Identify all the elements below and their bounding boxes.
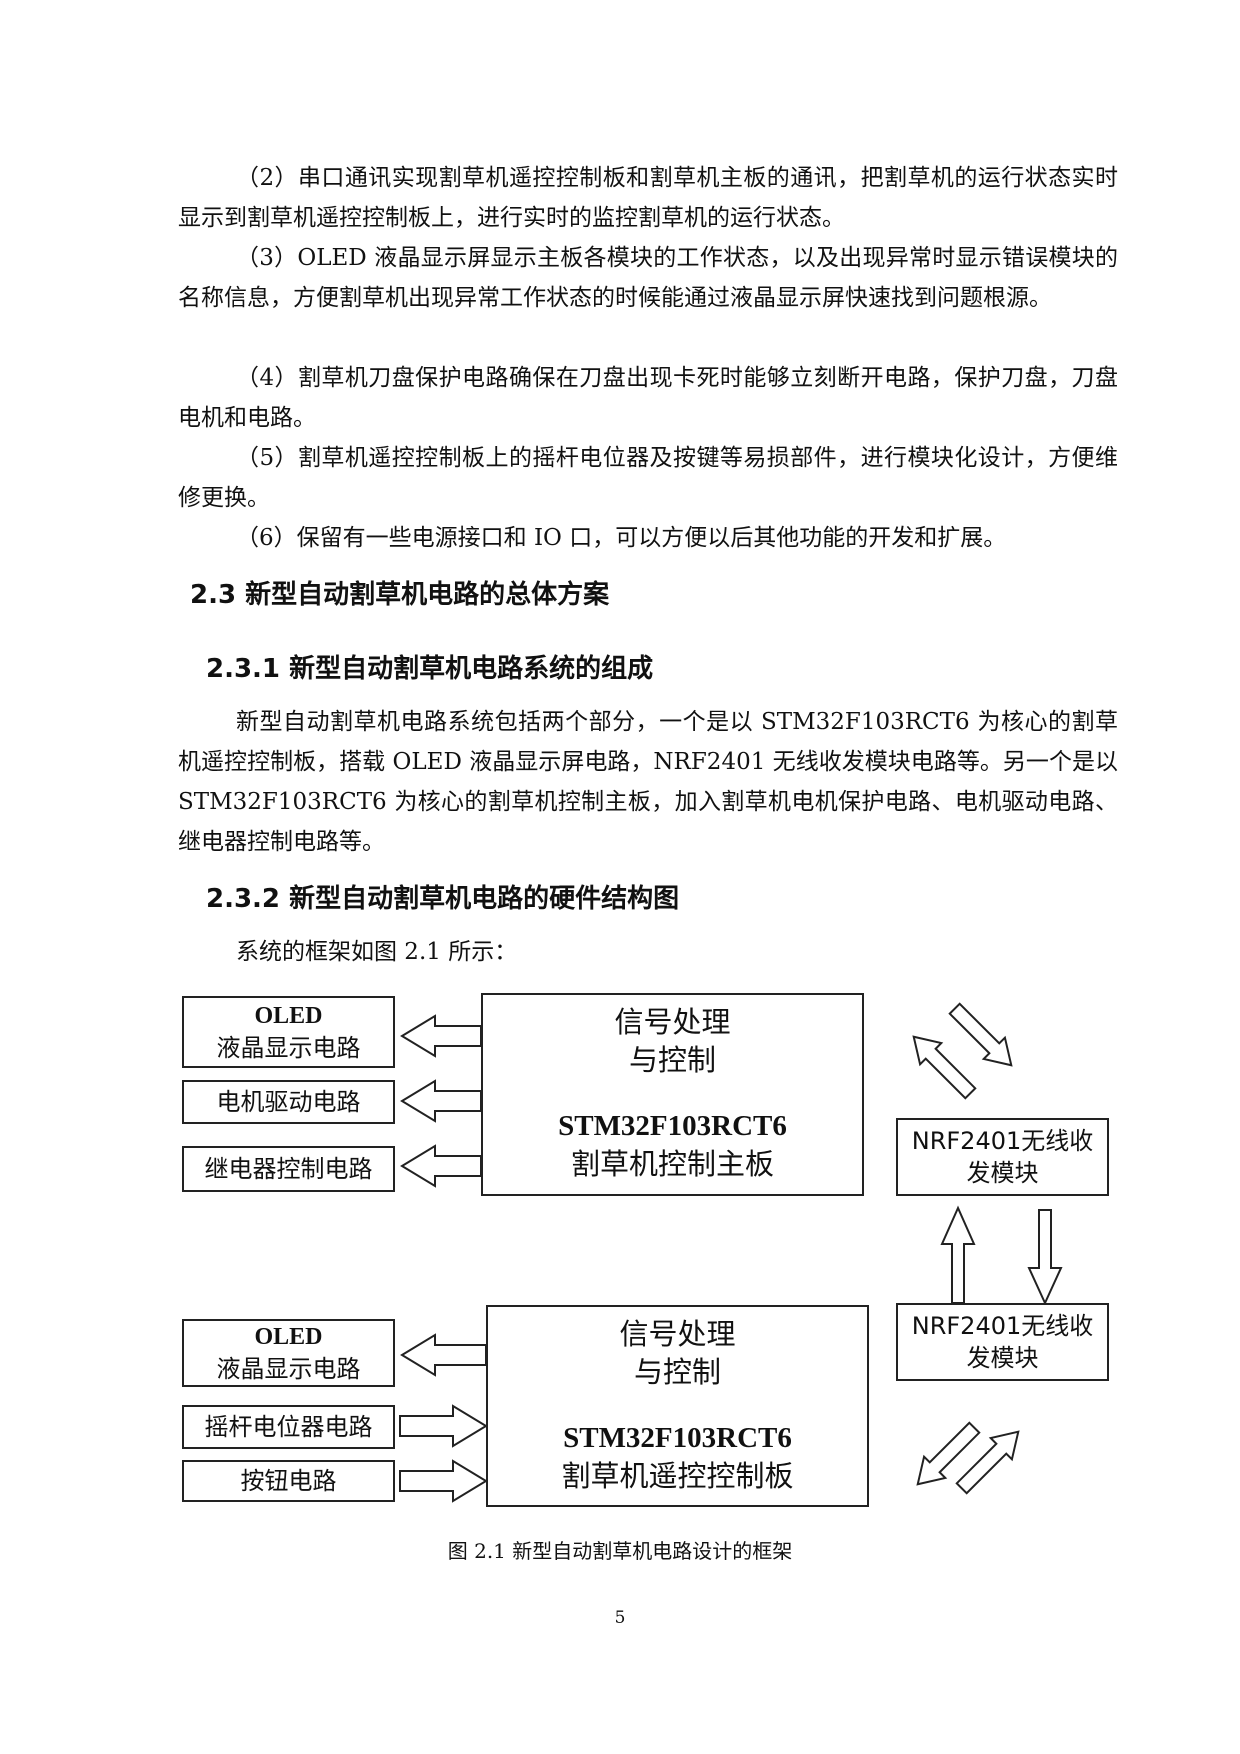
block-label: 信号处理 bbox=[619, 1317, 736, 1351]
wireless-arrow-icon bbox=[912, 1035, 977, 1100]
section-heading-2-3: 2.3 新型自动割草机电路的总体方案 bbox=[190, 580, 610, 610]
bottom-oled-display-block: OLED 液晶显示电路 bbox=[182, 1319, 395, 1387]
arrow-right-icon bbox=[399, 1404, 488, 1448]
block-label: 继电器控制电路 bbox=[204, 1155, 373, 1183]
block-label: STM32F103RCT6 bbox=[563, 1422, 792, 1454]
top-nrf2401-block: NRF2401无线收 发模块 bbox=[896, 1118, 1109, 1196]
block-label: STM32F103RCT6 bbox=[558, 1110, 787, 1142]
list-item-3: （3）OLED 液晶显示屏显示主板各模块的工作状态，以及出现异常时显示错误模块的… bbox=[178, 245, 1118, 311]
relay-control-block: 继电器控制电路 bbox=[182, 1146, 395, 1192]
paragraph-figure-intro: 系统的框架如图 2.1 所示： bbox=[236, 939, 518, 965]
list-item-2: （2）串口通讯实现割草机遥控控制板和割草机主板的通讯，把割草机的运行状态实时显示… bbox=[178, 165, 1118, 231]
block-label: 信号处理 bbox=[614, 1005, 731, 1039]
arrow-up-icon bbox=[940, 1205, 976, 1304]
list-item-6: （6）保留有一些电源接口和 IO 口，可以方便以后其他功能的开发和扩展。 bbox=[236, 525, 1007, 551]
list-item-5: （5）割草机遥控控制板上的摇杆电位器及按键等易损部件，进行模块化设计，方便维修更… bbox=[178, 445, 1118, 511]
block-label: 发模块 bbox=[966, 1344, 1039, 1372]
block-label: 摇杆电位器电路 bbox=[204, 1413, 373, 1441]
block-label: 电机驱动电路 bbox=[216, 1088, 361, 1116]
block-label: 与控制 bbox=[628, 1043, 716, 1077]
block-label: 液晶显示电路 bbox=[216, 1034, 361, 1062]
wireless-arrow-icon bbox=[948, 1002, 1013, 1067]
block-label: OLED bbox=[254, 1003, 323, 1029]
figure-caption: 图 2.1 新型自动割草机电路设计的框架 bbox=[447, 1539, 793, 1563]
bottom-nrf2401-block: NRF2401无线收 发模块 bbox=[896, 1303, 1109, 1381]
block-label: 与控制 bbox=[633, 1355, 721, 1389]
arrow-left-icon bbox=[400, 1014, 482, 1058]
arrow-right-icon bbox=[399, 1459, 488, 1503]
block-label: 割草机遥控控制板 bbox=[561, 1459, 794, 1493]
section-heading-2-3-1: 2.3.1 新型自动割草机电路系统的组成 bbox=[206, 654, 654, 684]
paragraph-system-composition: 新型自动割草机电路系统包括两个部分，一个是以 STM32F103RCT6 为核心… bbox=[178, 709, 1118, 855]
block-label: 发模块 bbox=[966, 1159, 1039, 1187]
top-oled-display-block: OLED 液晶显示电路 bbox=[182, 996, 395, 1068]
wireless-arrow-icon bbox=[955, 1430, 1020, 1495]
block-label: OLED bbox=[254, 1324, 323, 1350]
motor-drive-block: 电机驱动电路 bbox=[182, 1080, 395, 1124]
remote-control-board-block: 信号处理 与控制 STM32F103RCT6 割草机遥控控制板 bbox=[486, 1305, 869, 1507]
block-label: NRF2401无线收 bbox=[911, 1127, 1094, 1155]
block-label: NRF2401无线收 bbox=[911, 1312, 1094, 1340]
arrow-left-icon bbox=[400, 1333, 487, 1377]
arrow-left-icon bbox=[400, 1144, 482, 1188]
joystick-potentiometer-block: 摇杆电位器电路 bbox=[182, 1405, 395, 1449]
page-number: 5 bbox=[614, 1608, 626, 1628]
section-heading-2-3-2: 2.3.2 新型自动割草机电路的硬件结构图 bbox=[206, 884, 680, 914]
arrow-down-icon bbox=[1027, 1209, 1063, 1306]
main-control-board-block: 信号处理 与控制 STM32F103RCT6 割草机控制主板 bbox=[481, 993, 864, 1196]
wireless-arrow-icon bbox=[916, 1421, 981, 1486]
button-circuit-block: 按钮电路 bbox=[182, 1460, 395, 1502]
block-label: 按钮电路 bbox=[240, 1467, 337, 1495]
arrow-left-icon bbox=[400, 1079, 482, 1123]
block-label: 割草机控制主板 bbox=[570, 1147, 774, 1181]
block-label: 液晶显示电路 bbox=[216, 1355, 361, 1383]
list-item-4: （4）割草机刀盘保护电路确保在刀盘出现卡死时能够立刻断开电路，保护刀盘，刀盘电机… bbox=[178, 365, 1118, 431]
